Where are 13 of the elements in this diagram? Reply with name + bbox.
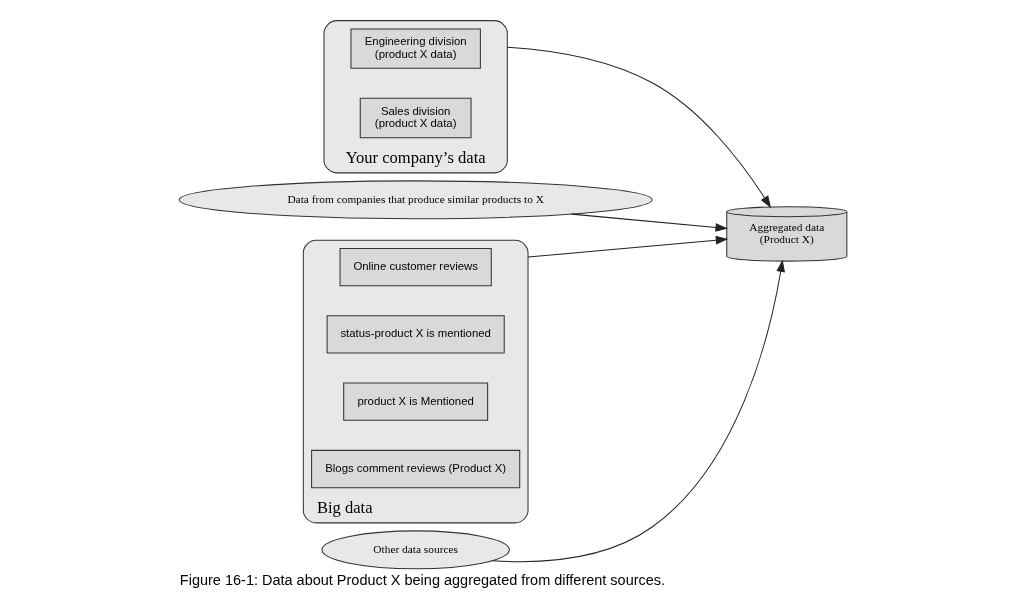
node-box: Sales division (product X data) [359,97,472,139]
arrow [506,46,772,209]
node-box: status-product X is mentioned [326,315,505,354]
arrow [491,259,785,563]
node-box: Blogs comment reviews (Product X) [311,449,521,489]
node-ellipse: Other data sources [321,530,510,570]
node-box: product X is Mentioned [343,382,489,421]
caption: Figure 16-1: Data about Product X being aggregated from different sources. [179,571,666,588]
arrow [527,235,729,258]
node-box: Online customer reviews [339,247,492,287]
node-ellipse: Data from companies that produce similar products to X [178,180,653,220]
arrow [571,213,728,232]
node-box: Engineering division (product X data) [350,28,481,69]
